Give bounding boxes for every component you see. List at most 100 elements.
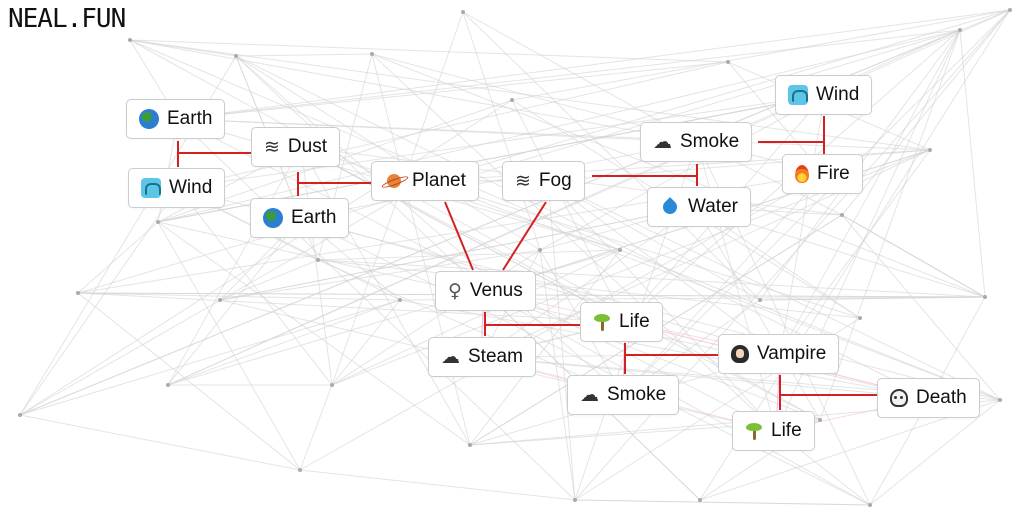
element-label: Dust	[287, 136, 327, 157]
web-line	[157, 221, 301, 471]
element-life-2[interactable]: Life	[732, 411, 815, 451]
web-line	[19, 414, 301, 471]
web-dot	[698, 498, 702, 502]
web-line	[819, 29, 961, 421]
web-line	[469, 249, 621, 446]
web-dot	[998, 398, 1002, 402]
web-line	[129, 39, 931, 151]
web-line	[300, 217, 871, 506]
venus-symbol-icon: ♀	[448, 280, 462, 302]
element-label: Steam	[468, 346, 523, 367]
web-line	[177, 94, 826, 189]
web-dot	[298, 468, 302, 472]
vampire-icon	[731, 345, 749, 363]
web-line	[157, 221, 471, 446]
element-label: Life	[619, 311, 650, 332]
element-life-1[interactable]: Life	[580, 302, 663, 342]
web-line	[235, 53, 373, 57]
web-line	[547, 180, 781, 355]
element-dust[interactable]: ≋ Dust	[251, 127, 340, 167]
web-line	[129, 39, 698, 143]
web-line	[177, 9, 1011, 120]
web-dot	[18, 413, 22, 417]
web-line	[695, 206, 821, 421]
earth-globe-icon	[263, 208, 283, 228]
web-line	[157, 29, 961, 223]
element-steam[interactable]: ☁ Steam	[428, 337, 536, 377]
element-fog[interactable]: ≋ Fog	[502, 161, 585, 201]
web-line	[331, 299, 401, 386]
web-line	[299, 469, 576, 501]
element-earth-1[interactable]: Earth	[126, 99, 226, 139]
water-drop-icon	[660, 197, 680, 217]
smoke-puff-icon: ☁	[653, 131, 672, 153]
element-death[interactable]: Death	[877, 378, 980, 418]
web-line	[502, 201, 547, 271]
element-wind-2[interactable]: Wind	[775, 75, 873, 115]
web-dot	[726, 60, 730, 64]
web-line	[77, 221, 159, 294]
web-line	[399, 299, 931, 399]
element-planet[interactable]: Planet	[371, 161, 479, 201]
smoke-puff-icon: ☁	[580, 384, 599, 406]
web-line	[779, 94, 826, 355]
web-line	[462, 11, 541, 251]
web-line	[235, 55, 541, 251]
web-line	[427, 180, 1001, 401]
web-dot	[218, 298, 222, 302]
web-dot	[166, 383, 170, 387]
web-line	[219, 206, 697, 301]
web-line	[331, 249, 621, 386]
web-line	[869, 399, 1001, 506]
web-line	[547, 180, 761, 301]
web-line	[480, 206, 697, 358]
web-line	[19, 299, 401, 416]
dust-wave-icon: ≋	[264, 136, 280, 158]
web-dot	[1008, 8, 1012, 12]
web-line	[167, 249, 621, 386]
web-line	[444, 201, 474, 271]
web-dot	[316, 258, 320, 262]
element-venus[interactable]: ♀ Venus	[435, 271, 536, 311]
site-logo[interactable]: NEAL.FUN	[8, 4, 126, 34]
element-smoke-1[interactable]: ☁ Smoke	[640, 122, 753, 162]
element-smoke-2[interactable]: ☁ Smoke	[567, 375, 680, 415]
web-line	[619, 249, 1001, 401]
web-line	[317, 249, 621, 261]
wind-face-icon	[788, 85, 808, 105]
web-line	[300, 141, 698, 219]
sprout-icon	[593, 313, 611, 331]
element-label: Smoke	[607, 384, 667, 405]
element-wind-1[interactable]: Wind	[128, 168, 226, 208]
web-line	[177, 118, 698, 143]
web-line	[539, 249, 576, 501]
web-dot	[461, 10, 465, 14]
web-line	[317, 259, 624, 396]
element-label: Wind	[169, 177, 213, 198]
web-line	[959, 29, 986, 298]
web-line	[317, 259, 861, 319]
element-earth-2[interactable]: Earth	[250, 198, 350, 238]
element-water[interactable]: Water	[647, 187, 751, 227]
web-dot	[156, 220, 160, 224]
web-dot	[573, 498, 577, 502]
web-dot	[468, 443, 472, 447]
web-line	[167, 299, 401, 386]
web-line	[574, 499, 871, 506]
web-line	[427, 180, 861, 319]
web-line	[547, 180, 1001, 401]
element-label: Death	[916, 387, 967, 408]
web-dot	[510, 98, 514, 102]
web-line	[77, 292, 301, 471]
web-line	[547, 180, 576, 501]
web-line	[129, 39, 237, 57]
element-label: Planet	[412, 170, 466, 191]
element-fire[interactable]: Fire	[782, 154, 863, 194]
element-label: Smoke	[680, 131, 740, 152]
element-vampire[interactable]: Vampire	[718, 334, 840, 374]
web-dot	[928, 148, 932, 152]
wind-face-icon	[141, 178, 161, 198]
web-line	[300, 146, 471, 446]
web-dot	[818, 418, 822, 422]
web-line	[841, 214, 1001, 401]
